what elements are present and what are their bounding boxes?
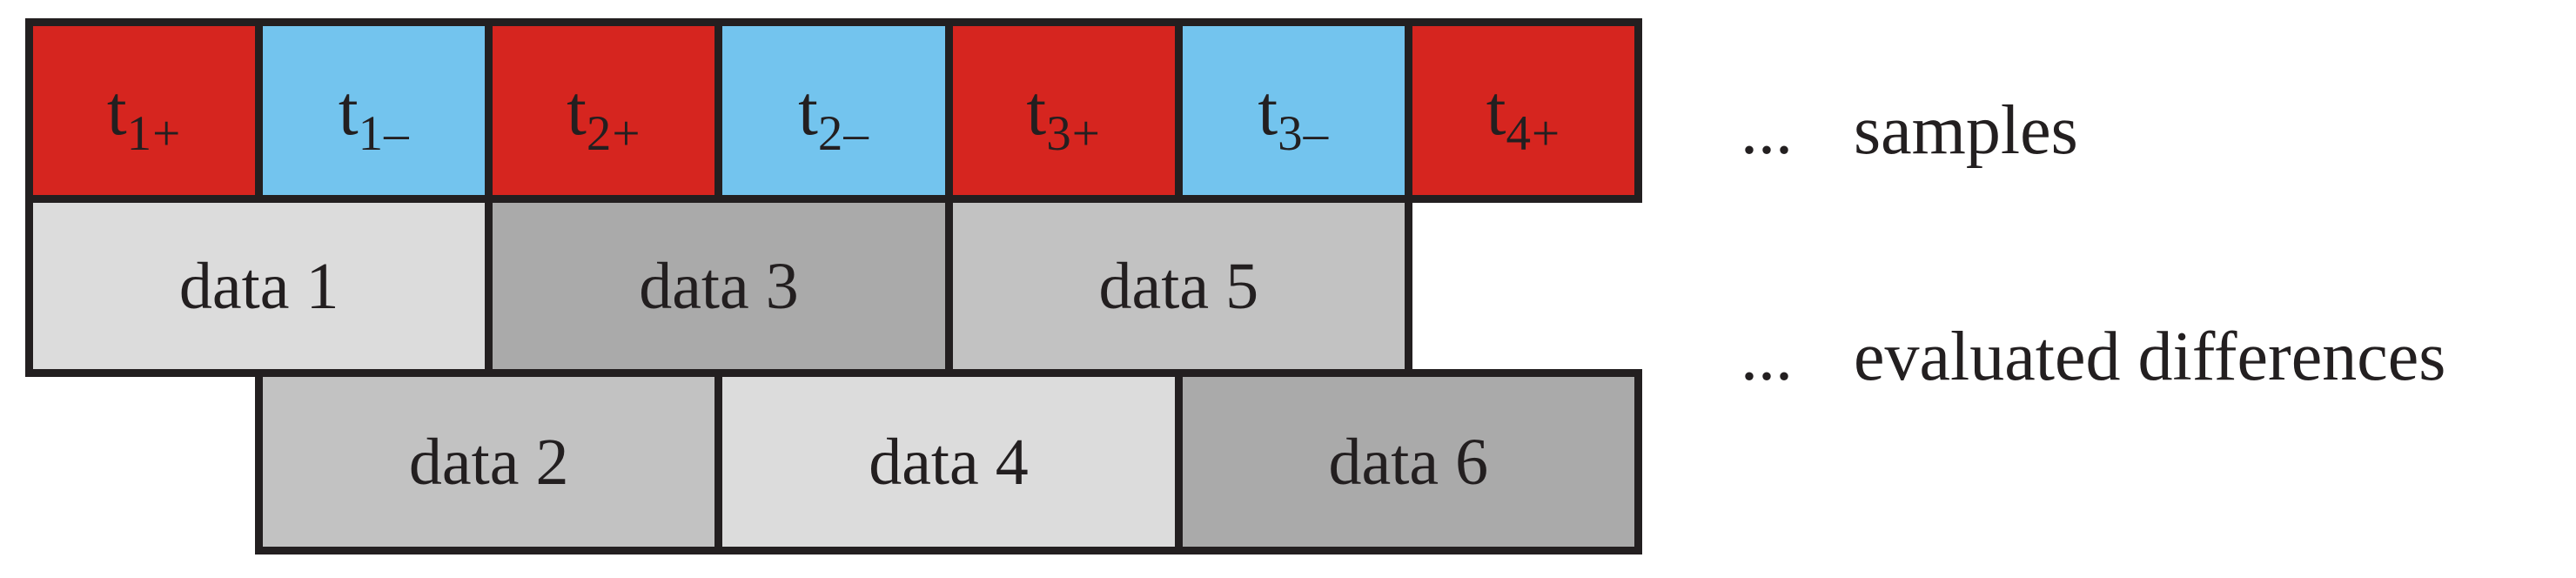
legend-differences-label: evaluated differences <box>1854 319 2446 395</box>
data-6-label: data 6 <box>1328 425 1489 499</box>
legend-samples-dots: ... <box>1741 92 1793 169</box>
legend-differences: ... evaluated differences <box>1741 317 2445 397</box>
sample-label-subscript: 3– <box>1278 105 1330 161</box>
data-6-box: data 6 <box>1182 377 1634 547</box>
data-5-label: data 5 <box>1098 249 1259 323</box>
sample-label-base: t <box>338 71 359 150</box>
data-3-box: data 3 <box>493 203 945 369</box>
data-1-label: data 1 <box>178 249 339 323</box>
legend-differences-dots: ... <box>1741 319 1793 395</box>
sample-label-base: t <box>1258 71 1278 150</box>
data-4-label: data 4 <box>869 425 1029 499</box>
data-4-box: data 4 <box>722 377 1175 547</box>
sample-label-base: t <box>1486 71 1506 150</box>
sample-label-base: t <box>106 71 127 150</box>
data-1-box: data 1 <box>33 203 486 369</box>
data-2-label: data 2 <box>408 425 569 499</box>
sample-label-base: t <box>567 71 587 150</box>
legend-samples: ... samples <box>1741 91 2078 171</box>
data-2-box: data 2 <box>263 377 715 547</box>
sample-label-base: t <box>798 71 818 150</box>
sample-label-subscript: 3+ <box>1046 105 1101 161</box>
legend-samples-label: samples <box>1854 92 2078 169</box>
sample-label-subscript: 2+ <box>586 105 641 161</box>
data-5-box: data 5 <box>952 203 1405 369</box>
sample-label-subscript: 4+ <box>1506 105 1561 161</box>
differences-row-even: data 2 data 4 data 6 <box>255 369 1642 554</box>
sample-label-subscript: 1+ <box>126 105 182 161</box>
sample-label-base: t <box>1026 71 1047 150</box>
data-3-label: data 3 <box>639 249 799 323</box>
sample-label-subscript: 2– <box>817 105 869 161</box>
differences-row-odd: data 1 data 3 data 5 <box>25 195 1412 377</box>
sample-label-subscript: 1– <box>358 105 410 161</box>
